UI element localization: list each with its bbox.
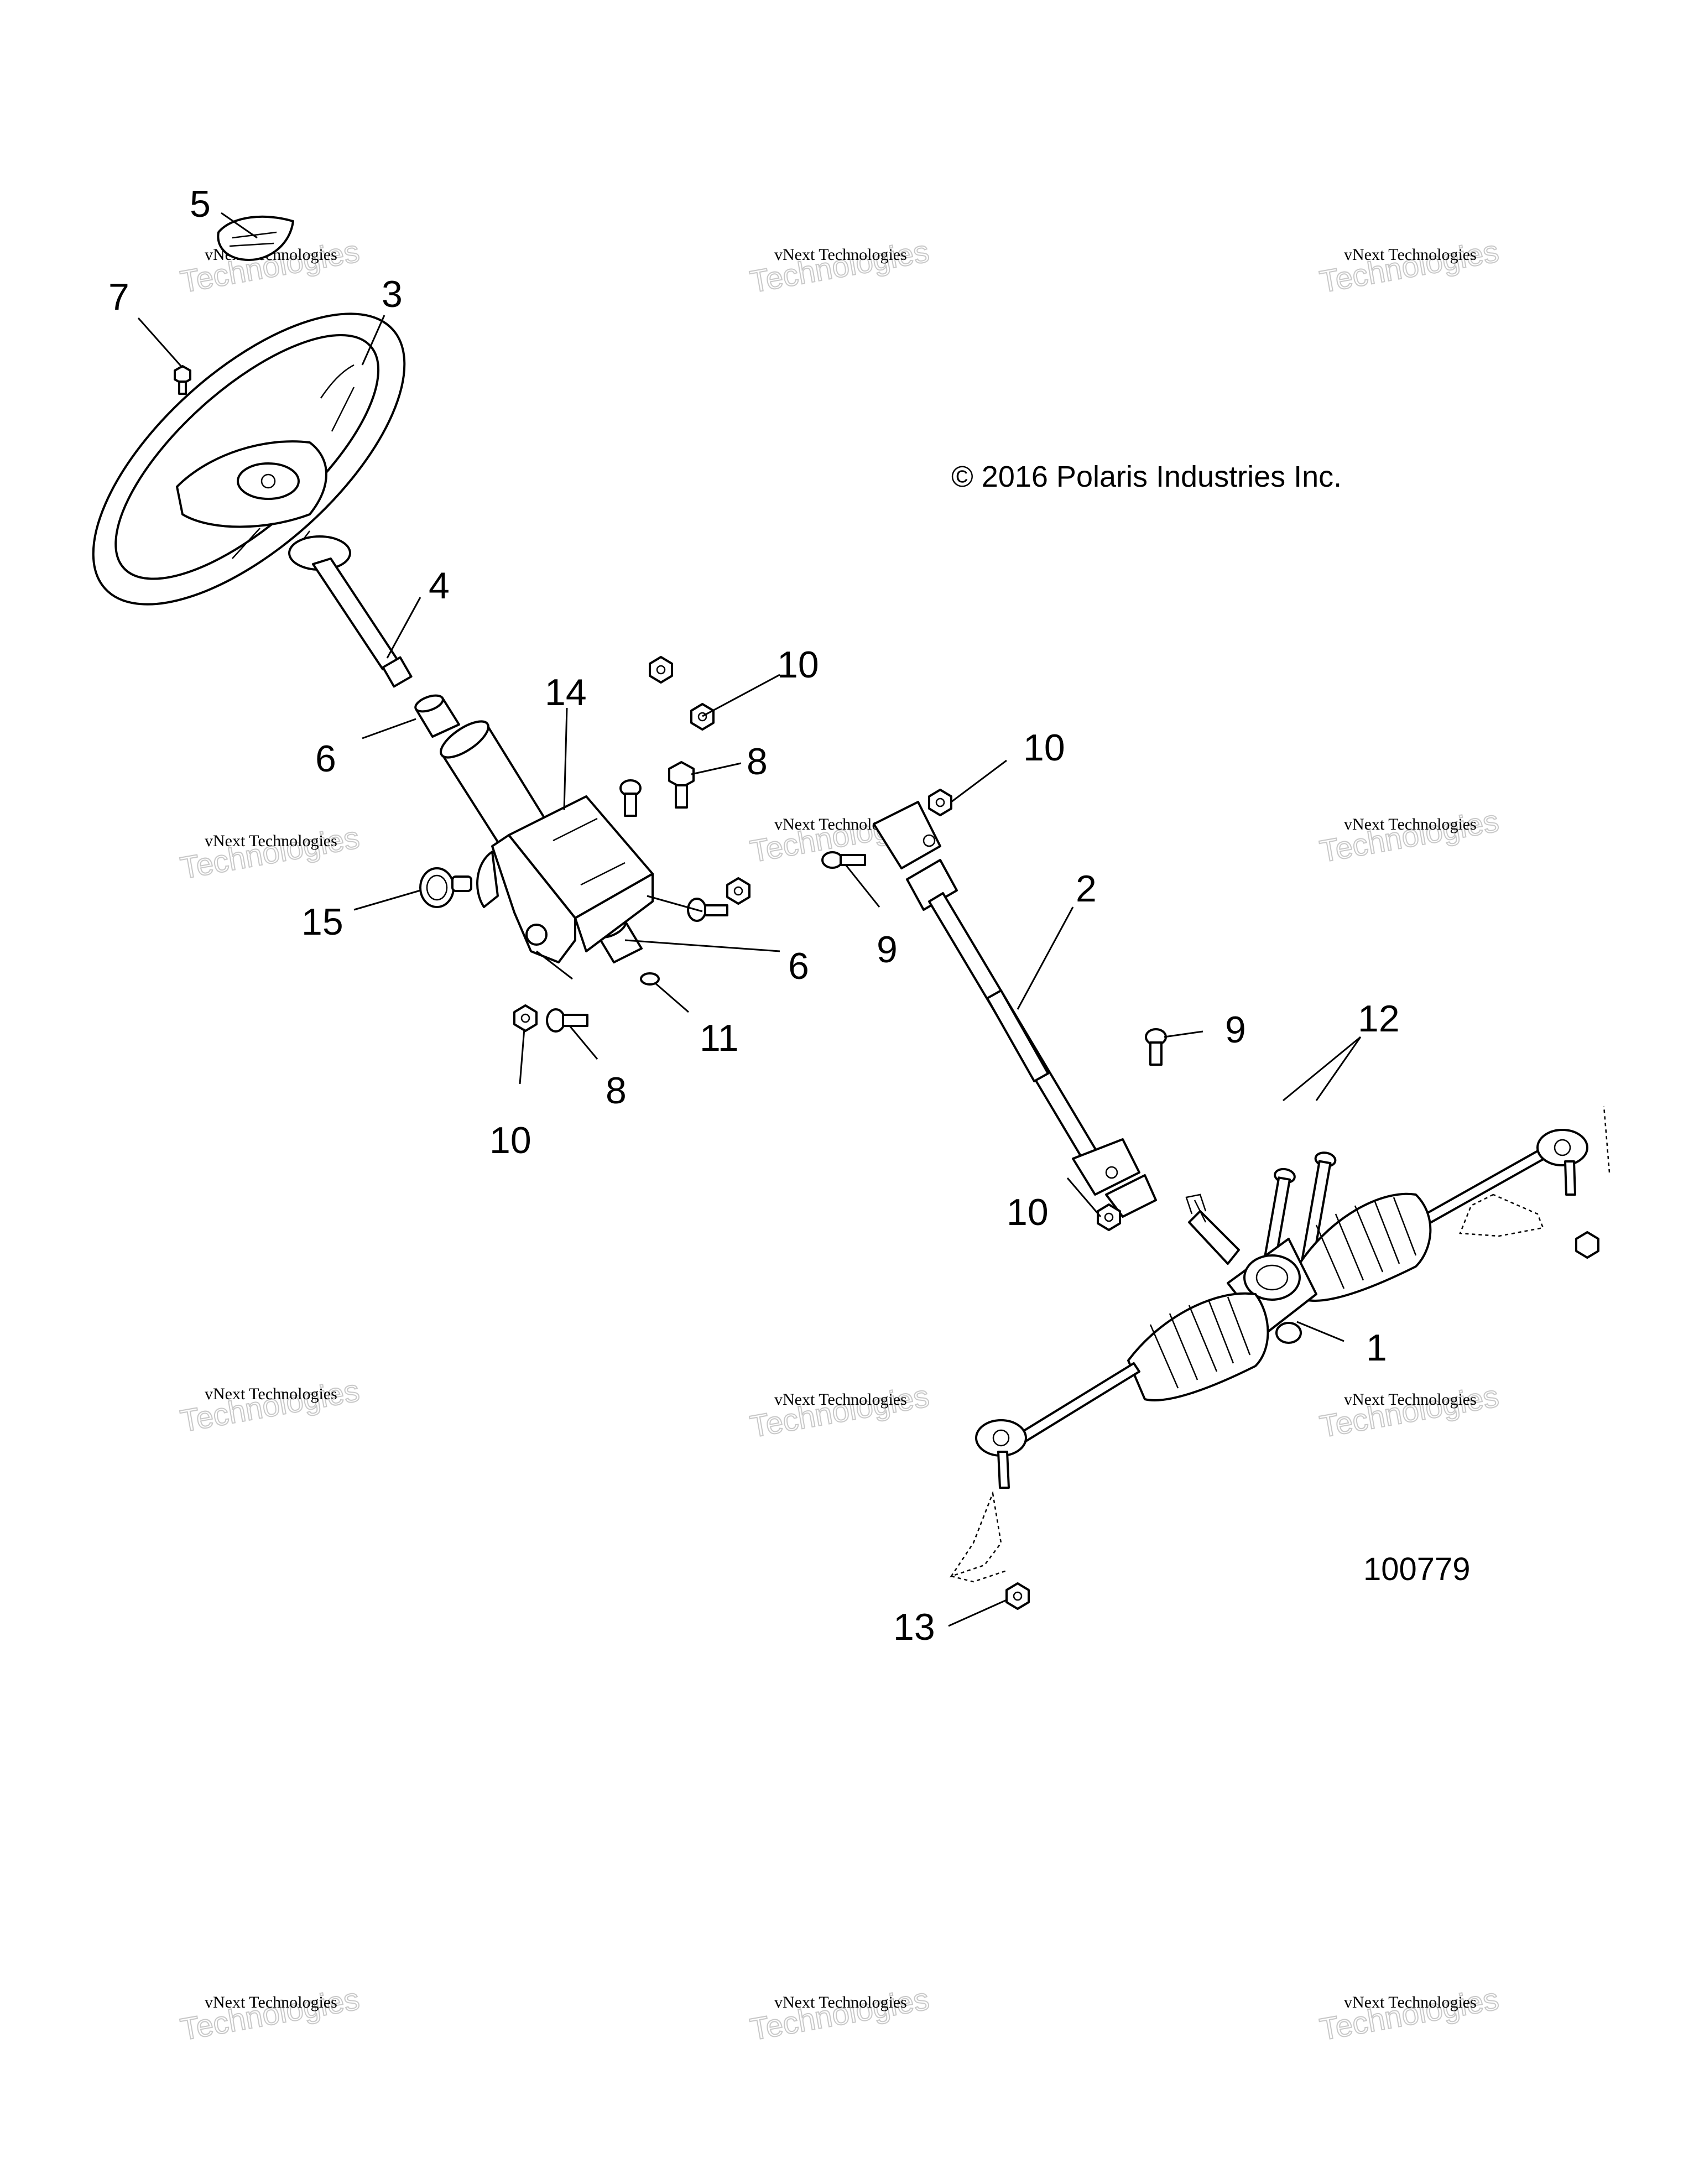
callout-9-lower: 9 [1225,1009,1246,1051]
callout-10-shaft-upper: 10 [1023,727,1065,769]
watermark-text: vNext Technologies [1344,1390,1477,1409]
reference-bracket-right [1459,1106,1611,1259]
watermark-r2c1: Technologies vNext Technologies [178,819,363,886]
callout-6-lower: 6 [788,945,809,987]
callout-7: 7 [108,276,129,318]
part-9-bolt-upper [821,851,866,869]
callout-6-upper: 6 [315,738,336,780]
watermark-text: vNext Technologies [205,1993,337,2011]
part-11-clip [640,972,660,986]
callout-12: 12 [1358,998,1400,1040]
part-8-bolt-side [687,898,728,922]
callout-9-upper: 9 [877,929,898,971]
watermark-outline: Technologies [748,233,932,299]
callout-3: 3 [382,273,403,315]
watermark-r3c2: Technologies vNext Technologies [747,1378,932,1445]
part-3-steering-wheel [92,312,406,606]
part-1-steering-rack [975,1129,1588,1489]
callout-8-upper: 8 [747,741,768,783]
callout-10-shaft-lower: 10 [1007,1191,1049,1233]
part-8-bolt-upper-b [619,779,642,817]
callouts: 5 7 3 4 6 14 10 8 15 6 11 8 10 9 10 2 9 … [108,183,1400,1648]
part-10-nut-side [726,877,751,905]
callout-4: 4 [429,565,450,607]
part-4-steering-shaft [288,535,413,688]
callout-10-upper: 10 [777,644,819,686]
callout-15: 15 [301,901,343,943]
watermark-outline: Technologies [1317,803,1502,869]
callout-11: 11 [700,1017,739,1059]
part-10-nut-lower [513,1004,538,1032]
watermark-text: vNext Technologies [1344,815,1477,833]
watermark-text: vNext Technologies [1344,246,1477,264]
watermark-outline: Technologies [178,820,362,885]
part-8-bolt-upper-a [668,761,695,809]
callout-1: 1 [1366,1327,1387,1369]
watermark-outline: Technologies [1317,233,1502,299]
watermark-r3c3: Technologies vNext Technologies [1317,1378,1502,1445]
watermark-outline: Technologies [178,1373,362,1438]
watermark-text: vNext Technologies [774,1993,907,2011]
part-13-nut [1005,1582,1030,1610]
watermark-outline: Technologies [1317,1981,1502,2047]
callout-14: 14 [545,671,587,713]
watermark-outline: Technologies [178,1981,362,2047]
watermark-text: vNext Technologies [205,1385,337,1403]
watermark-r2c3: Technologies vNext Technologies [1317,802,1502,869]
watermark-outline: Technologies [748,1981,932,2047]
watermark-grid: Technologies vNext Technologies Technolo… [178,233,1502,2047]
copyright-text: © 2016 Polaris Industries Inc. [951,460,1342,493]
part-15-knob [419,867,472,908]
part-10-nut-upper-a [649,656,673,684]
part-10-nut-shaft-upper [928,789,952,816]
diagram-id: 100779 [1363,1551,1471,1587]
callout-5: 5 [190,183,211,225]
callout-2: 2 [1076,868,1097,910]
reference-bracket-left [949,1490,1007,1583]
watermark-r3c1: Technologies vNext Technologies [178,1372,363,1439]
watermark-r1c2: Technologies vNext Technologies [747,233,932,300]
callout-10-lower: 10 [489,1119,531,1161]
watermark-r4c2: Technologies vNext Technologies [747,1980,932,2047]
watermark-text: vNext Technologies [1344,1993,1477,2011]
watermark-text: vNext Technologies [205,832,337,850]
part-5-wheel-cap [217,215,294,261]
leader-lines [137,212,1362,1627]
part-10-nut-shaft-lower [1097,1203,1121,1231]
watermark-text: vNext Technologies [774,246,907,264]
part-10-nut-upper-b [690,703,715,731]
watermark-r4c3: Technologies vNext Technologies [1317,1980,1502,2047]
watermark-r1c3: Technologies vNext Technologies [1317,233,1502,300]
part-2-intermediate-shaft [873,801,1157,1218]
watermark-text: vNext Technologies [774,1390,907,1409]
part-9-bolt-lower [1145,1028,1167,1066]
part-8-bolt-lower [546,1008,588,1033]
callout-8-lower: 8 [606,1070,627,1112]
part-14-column-bracket [440,720,654,963]
part-6-bushing-upper [414,694,460,738]
watermark-r4c1: Technologies vNext Technologies [178,1980,363,2047]
watermark-outline: Technologies [748,1378,932,1444]
watermark-outline: Technologies [1317,1378,1502,1444]
callout-13: 13 [893,1606,935,1648]
